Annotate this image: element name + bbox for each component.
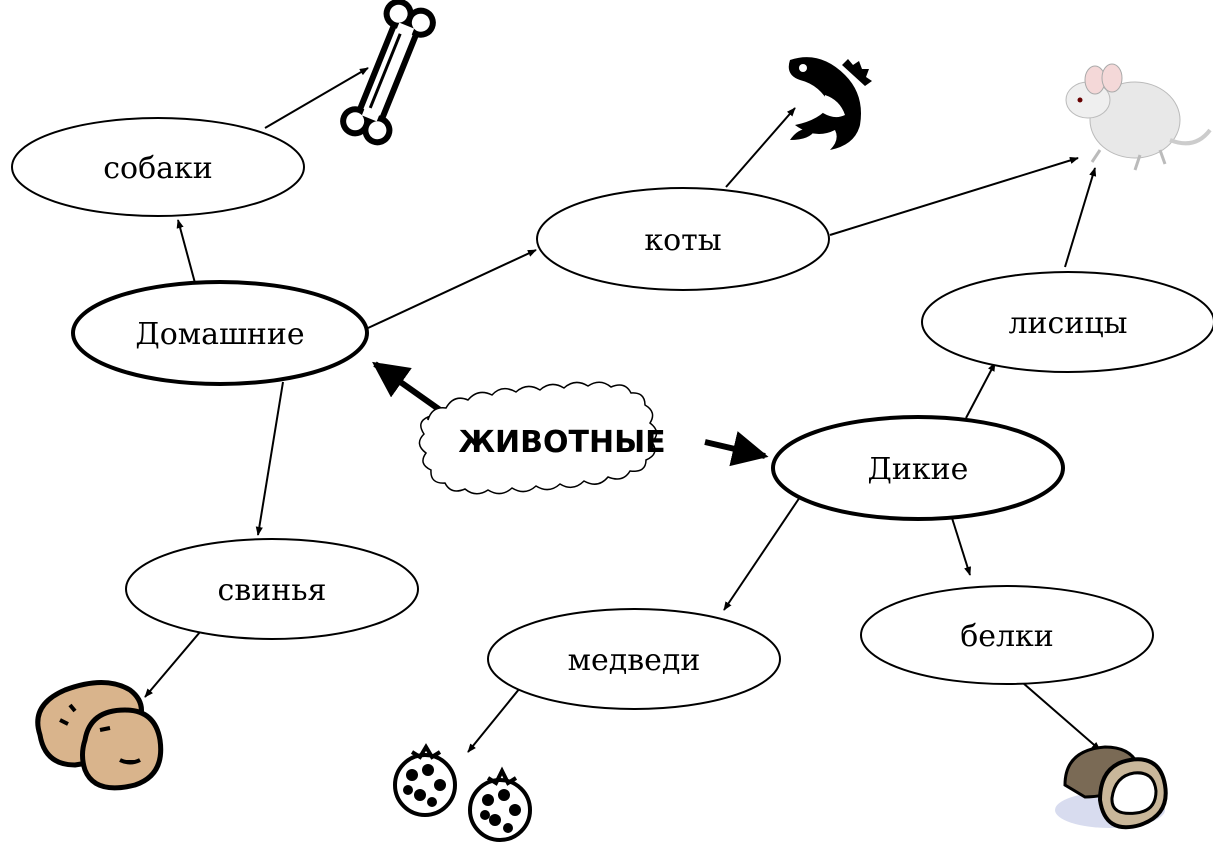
arrow-dogs-to-bone <box>264 67 369 129</box>
potato-icon <box>35 680 164 791</box>
arrow-cats-to-mouse <box>829 156 1079 236</box>
node-cats <box>536 187 830 291</box>
node-bears <box>487 608 781 710</box>
nodes <box>11 117 1213 710</box>
node-pig <box>125 538 419 640</box>
arrow-wild-to-foxes <box>965 362 996 419</box>
fish-icon <box>788 57 872 151</box>
node-foxes <box>921 271 1213 373</box>
node-domestic <box>71 280 369 386</box>
arrow-domestic-to-dogs <box>176 219 196 284</box>
mouse-icon <box>1065 63 1212 171</box>
arrow-domestic-to-cats <box>367 249 537 329</box>
label-squirrels: белки <box>960 619 1054 654</box>
arrow-squirrels-to-nuts <box>1022 682 1101 751</box>
arrow-wild-to-bears <box>723 496 801 611</box>
arrow-domestic-to-pig <box>255 381 284 536</box>
node-squirrels <box>860 585 1154 685</box>
center-cloud <box>418 381 658 495</box>
label-wild: Дикие <box>868 452 969 487</box>
label-center: ЖИВОТНЫЕ <box>458 425 665 460</box>
node-wild <box>771 415 1065 521</box>
arrow-cats-to-fish <box>725 107 796 188</box>
raspberry-icon <box>393 743 532 842</box>
label-pig: свинья <box>218 573 327 608</box>
arrow-pig-to-potatoes <box>144 631 201 698</box>
arrow-bears-to-raspberries <box>467 687 521 753</box>
bone-icon <box>340 0 436 146</box>
label-domestic: Домашние <box>135 317 304 352</box>
arrow-center-to-wild <box>704 431 769 467</box>
label-dogs: собаки <box>103 151 213 186</box>
arrow-foxes-to-mouse <box>1064 167 1097 268</box>
arrow-wild-to-squirrels <box>951 517 971 576</box>
node-dogs <box>11 117 305 217</box>
nut-icon <box>1055 745 1168 830</box>
label-foxes: лисицы <box>1008 306 1127 341</box>
main-connectors <box>372 361 769 467</box>
arrow-center-to-domestic <box>372 361 442 413</box>
label-cats: коты <box>644 223 721 258</box>
label-bears: медведи <box>568 643 701 678</box>
connectors <box>144 67 1101 753</box>
